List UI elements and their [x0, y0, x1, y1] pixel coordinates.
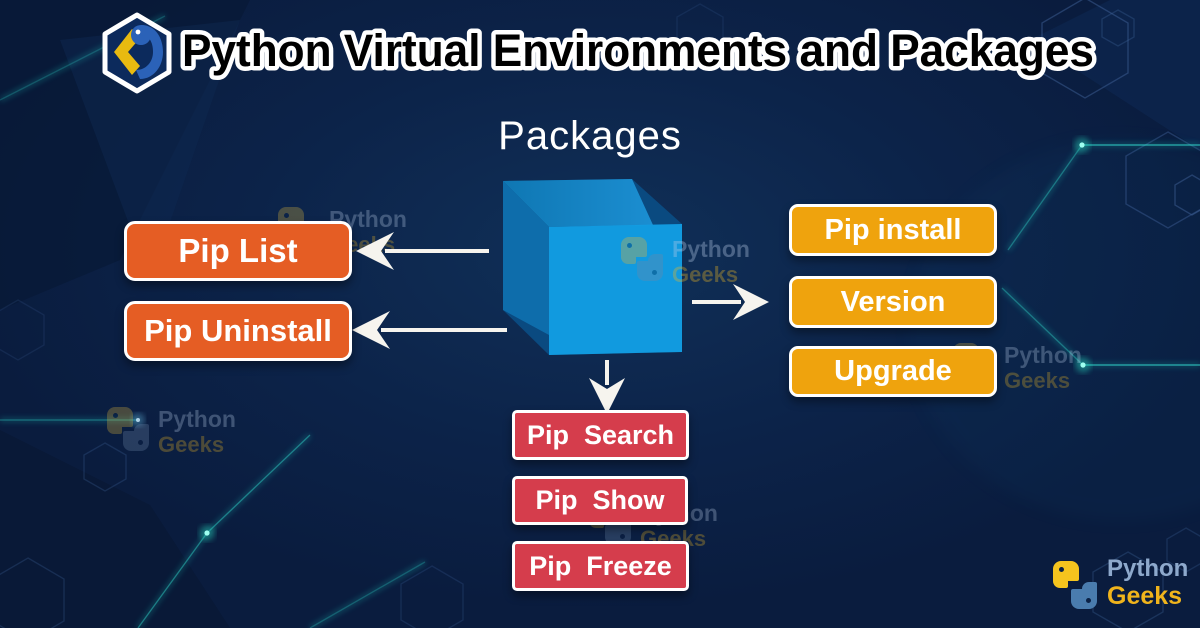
arrowhead-right: [733, 284, 769, 320]
arrowhead-left-top: [356, 232, 394, 270]
pip-uninstall-button[interactable]: Pip Uninstall: [124, 301, 352, 361]
pip-search-button[interactable]: Pip Search: [512, 410, 689, 460]
package-cube: [503, 179, 682, 355]
python-watermark-icon: [106, 406, 150, 454]
pip-install-button[interactable]: Pip install: [789, 204, 997, 256]
pip-freeze-button[interactable]: Pip Freeze: [512, 541, 689, 591]
arrowhead-down: [589, 378, 625, 414]
brand-python-text: Python: [1107, 555, 1189, 582]
arrowhead-left-bottom: [352, 311, 390, 349]
page-title: Python Virtual Environments and Packages: [178, 21, 1099, 81]
pythongeeks-brand-logo: Python Geeks: [1052, 556, 1188, 612]
python-watermark-icon: [620, 236, 664, 284]
pythongeeks-hexagon-logo-icon: [102, 12, 172, 94]
brand-geeks-text: Geeks: [1107, 582, 1183, 611]
title-text: Python Virtual Environments and Packages: [182, 25, 1094, 76]
upgrade-button[interactable]: Upgrade: [789, 346, 997, 397]
python-logo-icon: [1052, 560, 1098, 612]
version-button[interactable]: Version: [789, 276, 997, 328]
packages-heading: Packages: [498, 114, 682, 158]
pip-list-button[interactable]: Pip List: [124, 221, 352, 281]
circuit-nodes: [131, 137, 1091, 541]
pip-show-button[interactable]: Pip Show: [512, 476, 688, 525]
